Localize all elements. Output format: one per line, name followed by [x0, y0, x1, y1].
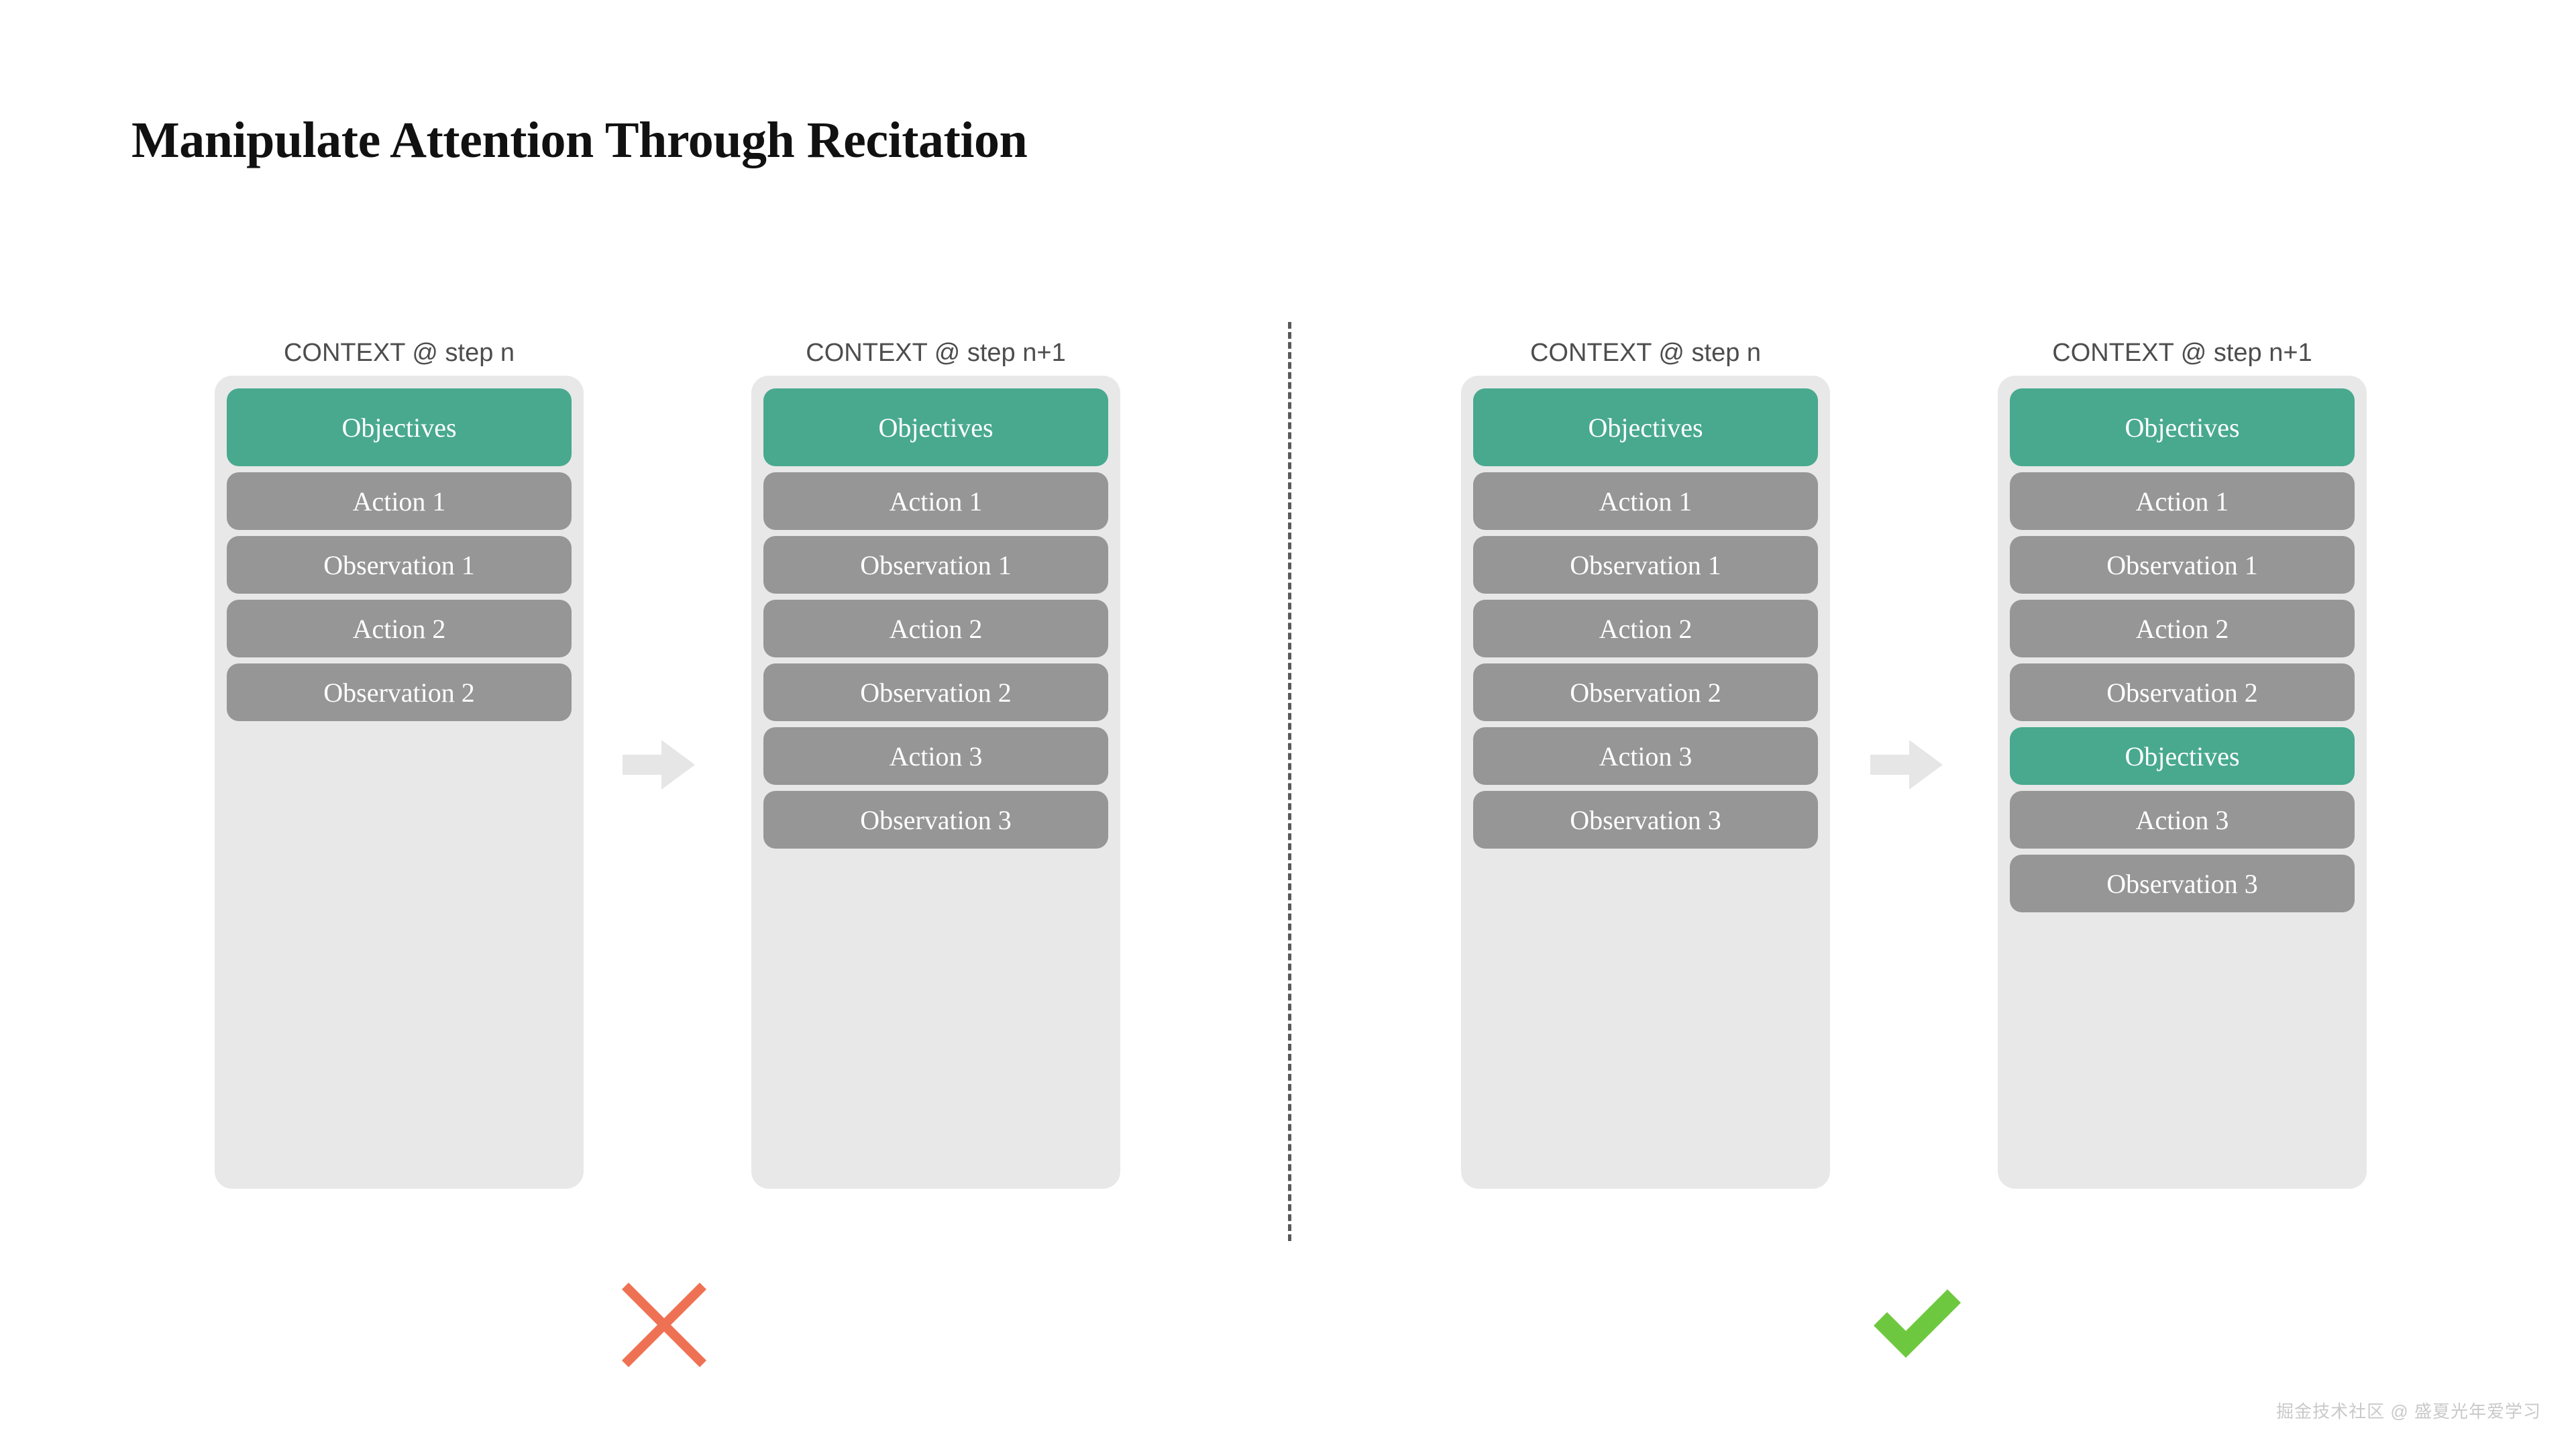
chip-observation: Observation 3: [1473, 791, 1818, 849]
chip-action: Action 1: [2010, 472, 2355, 530]
chip-action: Action 2: [763, 600, 1108, 657]
chip-objectives: Objectives: [1473, 388, 1818, 466]
chip-observation: Observation 3: [2010, 855, 2355, 912]
chip-observation: Observation 3: [763, 791, 1108, 849]
chip-action: Action 2: [227, 600, 572, 657]
chip-action: Action 1: [763, 472, 1108, 530]
column-header: CONTEXT @ step n: [283, 339, 515, 367]
chip-observation: Observation 1: [2010, 536, 2355, 594]
chip-objectives: Objectives: [2010, 727, 2355, 785]
chip-observation: Observation 1: [1473, 536, 1818, 594]
check-icon: [1867, 1275, 1968, 1375]
column-header: CONTEXT @ step n: [1529, 339, 1762, 367]
chip-action: Action 3: [2010, 791, 2355, 849]
chip-action: Action 1: [1473, 472, 1818, 530]
chip-action: Action 3: [763, 727, 1108, 785]
chip-observation: Observation 1: [227, 536, 572, 594]
chip-observation: Observation 2: [1473, 663, 1818, 721]
column-header: CONTEXT @ step n+1: [2052, 339, 2312, 367]
column-header: CONTEXT @ step n+1: [806, 339, 1066, 367]
chip-action: Action 1: [227, 472, 572, 530]
chip-objectives: Objectives: [763, 388, 1108, 466]
right-arrow-icon: [1870, 735, 1944, 795]
cross-icon: [614, 1275, 714, 1375]
page-title: Manipulate Attention Through Recitation: [131, 112, 1028, 168]
right-arrow-icon: [623, 735, 696, 795]
chip-objectives: Objectives: [2010, 388, 2355, 466]
chip-observation: Observation 2: [227, 663, 572, 721]
chip-action: Action 2: [2010, 600, 2355, 657]
chip-action: Action 3: [1473, 727, 1818, 785]
group-divider: [1288, 322, 1291, 1241]
chip-observation: Observation 2: [763, 663, 1108, 721]
chip-objectives: Objectives: [227, 388, 572, 466]
watermark: 掘金技术社区 @ 盛夏光年爱学习: [2276, 1401, 2541, 1421]
chip-observation: Observation 2: [2010, 663, 2355, 721]
chip-action: Action 2: [1473, 600, 1818, 657]
chip-observation: Observation 1: [763, 536, 1108, 594]
